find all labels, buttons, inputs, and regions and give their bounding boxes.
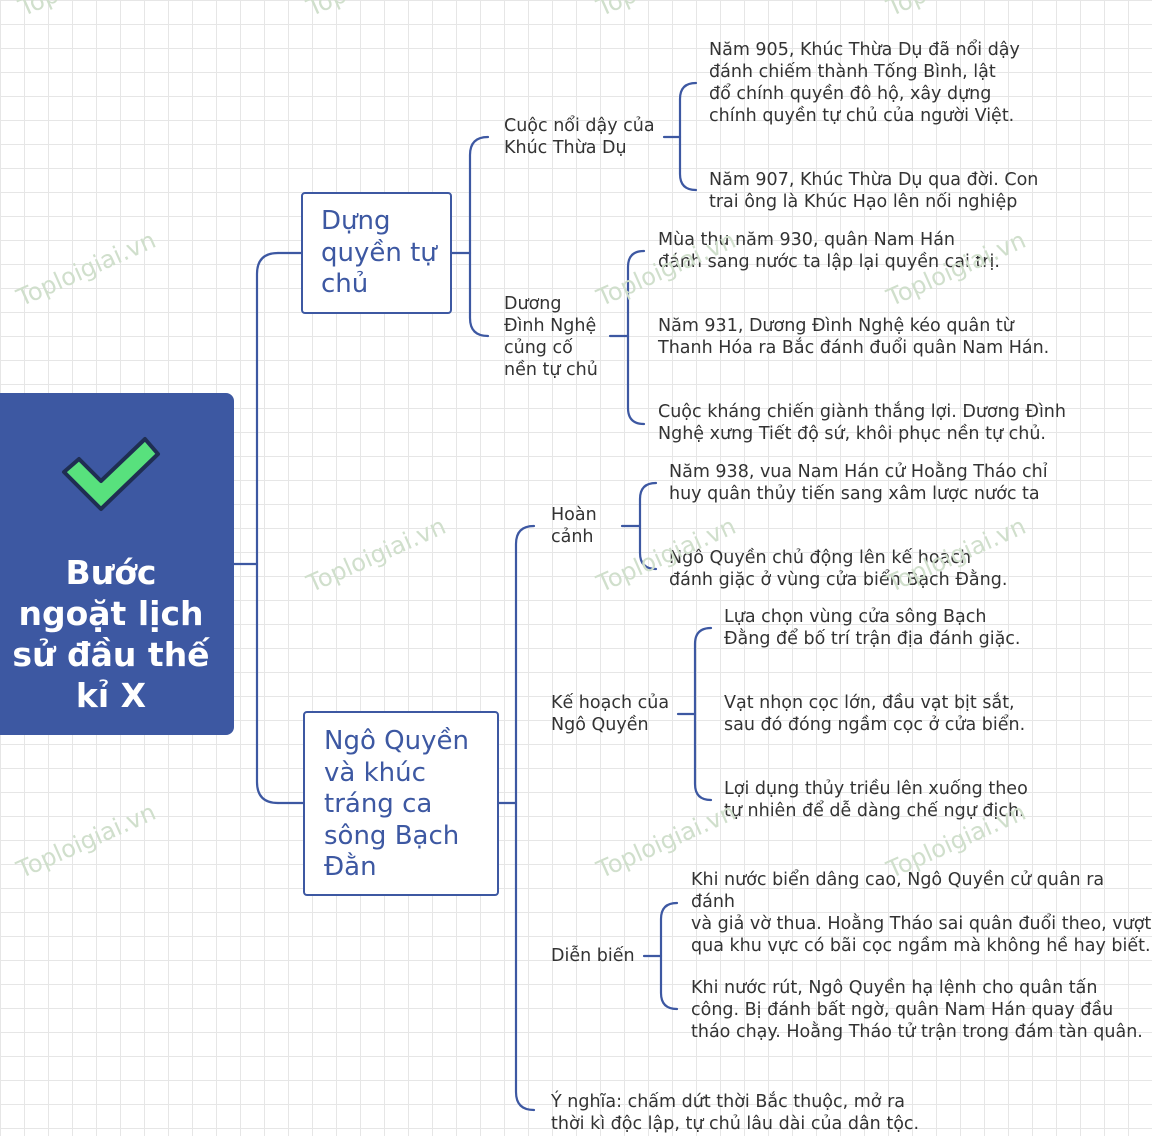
detail-ngo-quyen-ke-hoach: Ngô Quyền chủ động lên kế hoạch đánh giặ… <box>669 548 1008 590</box>
topic-dien-bien[interactable]: Diễn biến <box>551 946 635 966</box>
detail-loi-dung-thuy-trieu: Lợi dụng thủy triều lên xuống theo tự nh… <box>724 779 1028 821</box>
detail-khuc-thua-du-905: Năm 905, Khúc Thừa Dụ đã nổi dậy đánh ch… <box>709 40 1020 126</box>
branch-ngo-quyen-bach-dang-title: Ngô Quyền và khúc tráng ca sông Bạch Đằn <box>324 726 469 882</box>
topic-khuc-thua-du-uprising[interactable]: Cuộc nổi dậy của Khúc Thừa Dụ <box>504 116 655 158</box>
detail-tiet-do-su: Cuộc kháng chiến giành thắng lợi. Dương … <box>658 402 1066 444</box>
detail-lua-chon-vung: Lựa chọn vùng cửa sông Bạch Đằng để bố t… <box>724 607 1021 649</box>
topic-duong-dinh-nghe[interactable]: Dương Đình Nghệ củng cố nền tự chủ <box>504 294 598 380</box>
detail-duong-dinh-nghe-931: Năm 931, Dương Đình Nghệ kéo quân từ Tha… <box>658 316 1050 358</box>
branch-ngo-quyen-bach-dang[interactable] <box>303 711 499 896</box>
detail-khuc-thua-du-907: Năm 907, Khúc Thừa Dụ qua đời. Con trai … <box>709 170 1039 212</box>
central-topic-title: Bước ngoặt lịch sử đầu thế kỉ X <box>12 553 210 715</box>
detail-nam-han-930: Mùa thu năm 930, quân Nam Hán đánh sang … <box>658 230 1000 272</box>
branch-dung-quyen-tu-chu[interactable] <box>301 192 452 314</box>
topic-hoan-canh[interactable]: Hoàn cảnh <box>551 505 597 547</box>
central-topic-box[interactable] <box>0 393 234 735</box>
topic-y-nghia[interactable]: Ý nghĩa: chấm dứt thời Bắc thuộc, mở ra … <box>551 1092 920 1134</box>
detail-nuoc-rut: Khi nước rút, Ngô Quyền hạ lệnh cho quân… <box>691 978 1143 1042</box>
check-icon <box>62 437 160 511</box>
detail-vat-nhon-coc: Vạt nhọn cọc lớn, đầu vạt bịt sắt, sau đ… <box>724 693 1026 735</box>
topic-ke-hoach-ngo-quyen[interactable]: Kế hoạch của Ngô Quyền <box>551 693 670 735</box>
detail-nuoc-bien-dang: Khi nước biển dâng cao, Ngô Quyền cử quâ… <box>691 870 1152 956</box>
detail-hoang-thao-xam-luoc: Năm 938, vua Nam Hán cử Hoằng Tháo chỉ h… <box>669 462 1048 504</box>
branch-dung-quyen-tu-chu-title: Dựng quyền tự chủ <box>321 206 437 299</box>
